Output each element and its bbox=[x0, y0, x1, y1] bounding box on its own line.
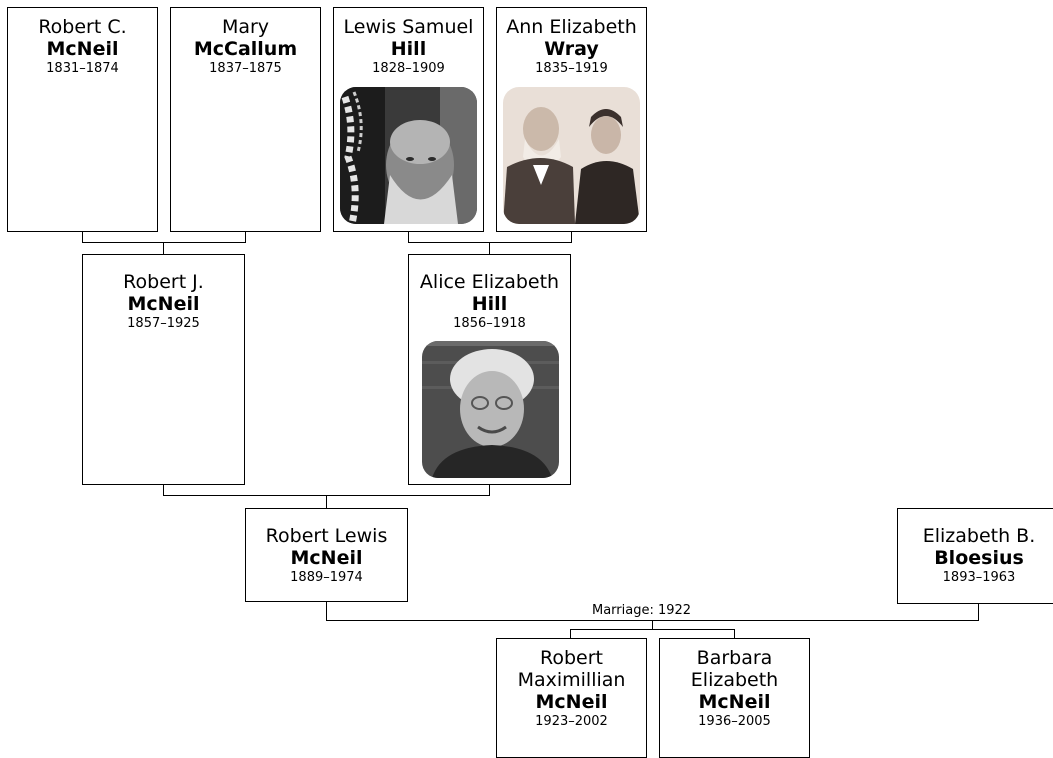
marriage-label: Marriage: 1922 bbox=[589, 604, 695, 618]
connector-line bbox=[163, 484, 164, 496]
person-card-lewis-samuel-hill[interactable]: Lewis Samuel Hill 1828–1909 bbox=[333, 7, 484, 232]
connector-line bbox=[734, 629, 735, 639]
surname: McNeil bbox=[127, 293, 200, 315]
portrait-image bbox=[422, 341, 559, 478]
given-name: Barbara Elizabeth bbox=[690, 647, 779, 691]
person-card-ann-elizabeth-wray[interactable]: Ann Elizabeth Wray 1835–1919 bbox=[496, 7, 647, 232]
surname: Bloesius bbox=[934, 547, 1024, 569]
life-dates: 1893–1963 bbox=[942, 570, 1016, 585]
given-name: Elizabeth B. bbox=[922, 525, 1036, 547]
connector-line bbox=[82, 231, 83, 243]
portrait-photo bbox=[503, 87, 640, 224]
surname: McNeil bbox=[698, 691, 771, 713]
given-name: Robert C. bbox=[38, 16, 127, 38]
connector-line bbox=[326, 495, 327, 509]
connector-line bbox=[570, 629, 735, 630]
surname: McNeil bbox=[535, 691, 608, 713]
life-dates: 1923–2002 bbox=[535, 714, 608, 729]
portrait-image bbox=[340, 87, 477, 224]
portrait-photo bbox=[340, 87, 477, 224]
life-dates: 1831–1874 bbox=[46, 61, 119, 76]
connector-line bbox=[408, 231, 409, 243]
person-card-robert-maximillian-mcneil[interactable]: Robert Maximillian McNeil 1923–2002 bbox=[496, 638, 647, 758]
connector-line bbox=[978, 603, 979, 621]
connector-line bbox=[489, 484, 490, 496]
portrait-image bbox=[503, 87, 640, 224]
life-dates: 1936–2005 bbox=[698, 714, 771, 729]
given-name: Alice Elizabeth bbox=[419, 271, 560, 293]
life-dates: 1857–1925 bbox=[127, 316, 200, 331]
surname: Wray bbox=[544, 38, 599, 60]
given-name: Robert Maximillian bbox=[517, 647, 626, 691]
surname: McNeil bbox=[46, 38, 119, 60]
person-card-robert-c-mcneil[interactable]: Robert C. McNeil 1831–1874 bbox=[7, 7, 158, 232]
life-dates: 1837–1875 bbox=[209, 61, 282, 76]
connector-line bbox=[489, 242, 490, 255]
connector-line bbox=[82, 242, 246, 243]
portrait-photo bbox=[422, 341, 559, 478]
life-dates: 1828–1909 bbox=[372, 61, 445, 76]
life-dates: 1835–1919 bbox=[535, 61, 608, 76]
given-name: Mary bbox=[221, 16, 270, 38]
person-card-elizabeth-b-bloesius[interactable]: Elizabeth B. Bloesius 1893–1963 bbox=[897, 508, 1053, 604]
connector-line bbox=[571, 231, 572, 243]
life-dates: 1889–1974 bbox=[290, 570, 363, 585]
given-name: Lewis Samuel bbox=[343, 16, 474, 38]
surname: Hill bbox=[471, 293, 508, 315]
person-card-robert-lewis-mcneil[interactable]: Robert Lewis McNeil 1889–1974 bbox=[245, 508, 408, 602]
person-card-barbara-elizabeth-mcneil[interactable]: Barbara Elizabeth McNeil 1936–2005 bbox=[659, 638, 810, 758]
connector-line bbox=[245, 231, 246, 243]
life-dates: 1856–1918 bbox=[453, 316, 526, 331]
given-name: Ann Elizabeth bbox=[506, 16, 637, 38]
person-card-alice-elizabeth-hill[interactable]: Alice Elizabeth Hill 1856–1918 bbox=[408, 254, 571, 485]
person-card-robert-j-mcneil[interactable]: Robert J. McNeil 1857–1925 bbox=[82, 254, 245, 485]
person-card-mary-mccallum[interactable]: Mary McCallum 1837–1875 bbox=[170, 7, 321, 232]
connector-line bbox=[408, 242, 572, 243]
given-name: Robert Lewis bbox=[265, 525, 388, 547]
surname: Hill bbox=[390, 38, 427, 60]
connector-line bbox=[652, 620, 653, 630]
connector-line bbox=[163, 242, 164, 255]
connector-line bbox=[570, 629, 571, 639]
surname: McNeil bbox=[290, 547, 363, 569]
connector-line bbox=[326, 601, 327, 621]
surname: McCallum bbox=[193, 38, 298, 60]
given-name: Robert J. bbox=[123, 271, 204, 293]
